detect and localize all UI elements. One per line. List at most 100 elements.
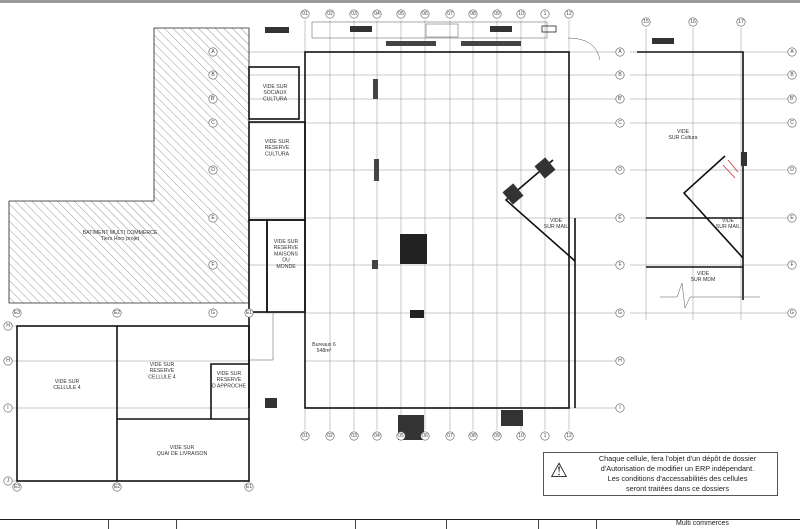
grid-labels: 0101020203030404050506060707080809091010…: [3, 9, 797, 492]
title-block-divider: [176, 520, 177, 529]
room-label-sociaux: CULTURA: [263, 96, 288, 102]
grid-bubble: [787, 165, 797, 175]
grid-bubble: [445, 431, 455, 441]
room-label-reserve-cellule4: CELLULE 4: [148, 374, 176, 380]
bottom-stairs: [265, 27, 523, 440]
grid-label: G: [618, 310, 622, 316]
grid-bubble: [3, 476, 13, 486]
grid-label: E2: [114, 310, 120, 316]
grid-label: H: [6, 358, 10, 364]
grid-bubble: [208, 308, 218, 318]
grid-label: B: [790, 72, 794, 78]
note-line: seront traitées dans ce dossiers: [625, 484, 730, 493]
grid-label: F: [790, 262, 793, 268]
grid-label: 02: [327, 11, 333, 17]
grid-bubble: [349, 9, 359, 19]
grid-bubble: [492, 9, 502, 19]
room-label-approche: RESERVE: [217, 377, 242, 383]
room-label-bureaux: 548m²: [317, 348, 332, 354]
main-building-outline: [304, 51, 570, 409]
room-label-quai: VIDE SUR: [170, 445, 195, 451]
grid-bubble: [244, 308, 254, 318]
grid-label: E1: [246, 484, 252, 490]
grid-label: I: [619, 405, 620, 411]
grid-label: E: [211, 215, 215, 221]
grid-bubble: [208, 47, 218, 57]
room-label-mail-right: SUR MAIL: [716, 224, 741, 230]
grid-bubble: [420, 9, 430, 19]
hatched-existing-building: [8, 27, 250, 304]
grid-label: D: [618, 167, 622, 173]
grid-label: 08: [470, 433, 476, 439]
grid-bubble: [787, 213, 797, 223]
room-label-approche: D APPROCHE: [212, 383, 247, 389]
window-top-border: [0, 0, 800, 3]
grid-bubble: [516, 9, 526, 19]
grid-label: I: [7, 405, 8, 411]
grid-label: E3: [14, 484, 20, 490]
title-block-divider: [108, 520, 109, 529]
title-block-divider: [446, 520, 447, 529]
room-label-reserve-cellule4: RESERVE: [150, 368, 175, 374]
room-label-maisons: RESERVE: [274, 245, 299, 251]
grid-label: E1: [246, 310, 252, 316]
grid-bubble: [3, 356, 13, 366]
room-label-maisons: MONDE: [276, 264, 296, 270]
room-label-cultura-right: VIDE: [677, 129, 690, 135]
title-block: Multi commerces: [0, 519, 800, 529]
grid-bubble: [787, 118, 797, 128]
grid-label: 03: [351, 11, 357, 17]
grid-bubble: [492, 431, 502, 441]
grid-bubble: [615, 403, 625, 413]
grid-bubble: [208, 213, 218, 223]
grid-bubble: [615, 165, 625, 175]
left-strip-rooms: [248, 66, 306, 408]
grid-bubble: [641, 17, 651, 27]
mall-diagonal-main: [372, 79, 576, 408]
grid-label: 06: [422, 433, 428, 439]
room-label-bureaux: Bureaux 6: [312, 342, 336, 348]
grid-bubble: [516, 431, 526, 441]
grid-bubble: [787, 47, 797, 57]
accessibility-note: ⚠ Chaque cellule, fera l'objet d'un dépô…: [543, 452, 778, 496]
room-label-hatched: BATIMENT MULTI COMMERCE: [83, 230, 158, 236]
grid-bubble: [396, 431, 406, 441]
grid-label: 06: [422, 11, 428, 17]
grid-bubble: [615, 356, 625, 366]
grid-label: H: [618, 358, 622, 364]
grid-label: B': [790, 96, 794, 102]
grid-label: C: [618, 120, 622, 126]
room-label-mdm: VIDE: [697, 271, 710, 277]
grid-bubble: [615, 70, 625, 80]
title-block-divider: [596, 520, 597, 529]
grid-label: H: [6, 323, 10, 329]
grid-bubble: [12, 482, 22, 492]
grid-label: E: [618, 215, 622, 221]
room-label-mdm: SUR MDM: [691, 277, 716, 283]
grid-label: A: [618, 49, 622, 55]
grid-bubble: [615, 308, 625, 318]
grid-label: 04: [374, 11, 380, 17]
grid-bubble: [445, 9, 455, 19]
grid-label: 10: [518, 433, 524, 439]
grid-label: 03: [351, 433, 357, 439]
grid-bubble: [372, 431, 382, 441]
grid-label: F: [618, 262, 621, 268]
room-label-mail-right: VIDE: [722, 218, 735, 224]
right-plan: [637, 38, 760, 309]
room-label-maisons: VIDE SUR: [274, 239, 299, 245]
room-label-reserve-cultura: RESERVE: [265, 145, 290, 151]
grid-bubble: [564, 431, 574, 441]
grid-bubble: [208, 260, 218, 270]
grid-label: J: [7, 478, 10, 484]
grid-label: 04: [374, 433, 380, 439]
grid-bubble: [208, 118, 218, 128]
grid-label: 10: [518, 11, 524, 17]
grid-bubble: [3, 403, 13, 413]
grid-bubble: [244, 482, 254, 492]
room-label-reserve-cellule4: VIDE SUR: [150, 362, 175, 368]
grid-bubble: [615, 47, 625, 57]
room-label-quai: QUAI DE LIVRAISON: [157, 451, 208, 457]
grid-bubble: [396, 9, 406, 19]
